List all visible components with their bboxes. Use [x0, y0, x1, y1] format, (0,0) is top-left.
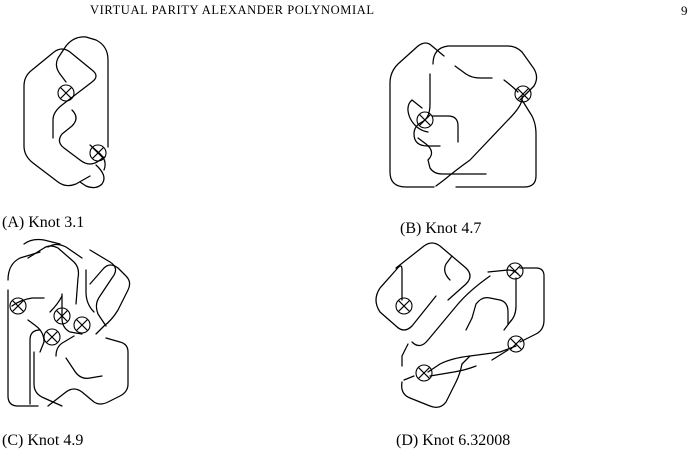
- virtual-crossing-b1: [416, 111, 434, 129]
- caption-label-b: (B): [400, 220, 422, 237]
- knot-d-strands: [375, 242, 545, 408]
- caption-text-c: Knot 4.9: [27, 432, 84, 449]
- page-number: 9: [681, 3, 688, 18]
- virtual-crossing-c2: [53, 307, 71, 325]
- running-head: VIRTUAL PARITY ALEXANDER POLYNOMIAL: [90, 3, 375, 17]
- caption-text-d: Knot 6.32008: [422, 432, 511, 449]
- virtual-crossing-c3: [73, 316, 91, 334]
- virtual-crossing-b2: [514, 85, 532, 103]
- caption-label-a: (A): [2, 214, 25, 231]
- virtual-crossing-d3: [507, 335, 525, 353]
- figure-caption-a: (A) Knot 3.1: [2, 214, 84, 232]
- virtual-crossing-a2: [89, 144, 107, 162]
- virtual-crossing-d4: [415, 364, 433, 382]
- knot-b-strands: [389, 42, 538, 188]
- figure-caption-b: (B) Knot 4.7: [400, 220, 481, 238]
- figure-caption-d: (D) Knot 6.32008: [396, 432, 510, 450]
- caption-text-a: Knot 3.1: [28, 214, 85, 231]
- virtual-crossing-d2: [506, 262, 524, 280]
- virtual-crossing-a1: [57, 84, 75, 102]
- virtual-crossing-c4: [43, 328, 61, 346]
- figure-caption-c: (C) Knot 4.9: [2, 432, 83, 450]
- caption-label-d: (D): [396, 432, 419, 449]
- knot-c-strands: [7, 238, 131, 407]
- virtual-crossing-d1: [395, 297, 413, 315]
- caption-text-b: Knot 4.7: [425, 220, 482, 237]
- virtual-crossing-c1: [9, 297, 27, 315]
- caption-label-c: (C): [2, 432, 24, 449]
